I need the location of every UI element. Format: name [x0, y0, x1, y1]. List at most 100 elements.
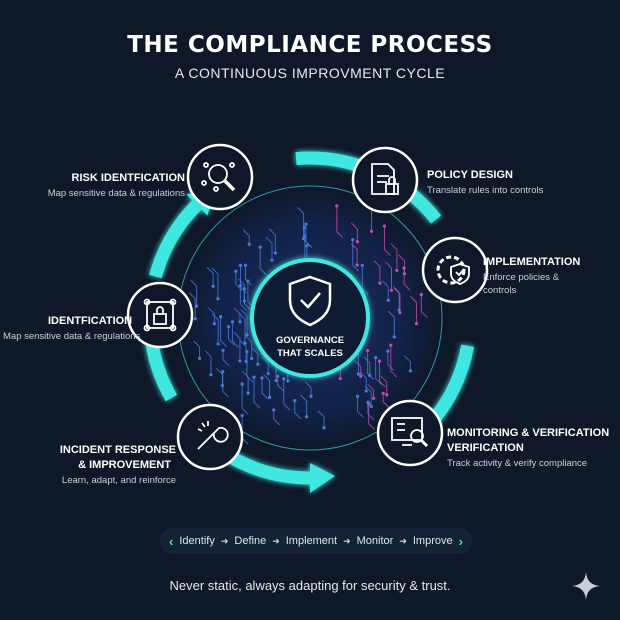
circuit-trace — [211, 267, 219, 299]
circuit-trace — [259, 247, 267, 276]
step-title: MONITORING & VERIFICATION — [447, 427, 610, 439]
circuit-node — [374, 355, 378, 360]
circuit-trace — [410, 296, 417, 324]
step-title: & IMPROVEMENT — [78, 459, 171, 471]
circuit-node — [402, 266, 406, 270]
circuit-node — [355, 240, 359, 244]
flow-step: Improve — [412, 535, 453, 547]
circuit-trace — [381, 280, 389, 301]
circuit-trace — [361, 265, 369, 295]
circuit-node — [356, 372, 360, 376]
circuit-node — [216, 342, 220, 346]
circuit-node — [193, 317, 197, 321]
circuit-node — [238, 263, 243, 268]
step-monitoring: MONITORING & VERIFICATION VERIFICATION T… — [447, 427, 617, 470]
circuit-node — [244, 359, 248, 364]
circuit-node — [338, 376, 342, 381]
circuit-node — [240, 413, 244, 418]
circuit-node — [273, 251, 277, 255]
circuit-trace — [241, 384, 249, 415]
cycle-arrow — [226, 450, 311, 485]
circuit-node — [355, 394, 360, 398]
circuit-trace — [393, 287, 401, 313]
circuit-trace — [373, 260, 381, 284]
gear-shield-icon — [421, 236, 489, 304]
step-identification: IDENTFICATION Map sensitive data & regul… — [3, 315, 143, 343]
footer-tagline: Never static, always adapting for securi… — [169, 578, 451, 593]
circuit-node — [282, 377, 286, 381]
center-label: GOVERNANCE THAT SCALES — [250, 334, 370, 360]
step-risk-identification: RISK IDENTFICATION Map sensitive data & … — [40, 172, 185, 200]
center-line2: THAT SCALES — [277, 348, 343, 359]
center-line1: GOVERNANCE — [275, 335, 345, 346]
circuit-node — [240, 382, 244, 386]
circuit-node — [386, 349, 390, 353]
circuit-trace — [261, 377, 269, 400]
circuit-trace — [206, 266, 214, 287]
circuit-node — [386, 298, 390, 302]
circuit-node — [335, 204, 339, 208]
circuit-trace — [265, 236, 273, 261]
circuit-trace — [231, 321, 239, 348]
flow-step: Implement — [285, 535, 338, 547]
arrow-right-icon: ➜ — [399, 535, 407, 546]
circuit-trace — [420, 294, 428, 318]
step-node — [376, 399, 444, 467]
circuit-trace — [387, 310, 395, 337]
circuit-node — [366, 400, 370, 404]
circuit-node — [389, 288, 394, 292]
step-title: VERIFICATION — [447, 442, 524, 454]
circuit-node — [368, 373, 372, 378]
circuit-node — [238, 320, 242, 324]
circuit-trace — [245, 265, 252, 286]
circuit-node — [381, 391, 385, 395]
circuit-node — [408, 369, 412, 373]
lock-frame-icon — [126, 281, 194, 349]
monitor-checklist-icon — [376, 399, 444, 467]
circuit-trace — [190, 279, 198, 307]
chevron-right-icon[interactable]: › — [458, 533, 463, 549]
circuit-node — [385, 393, 389, 397]
circuit-node — [246, 391, 250, 395]
circuit-trace — [367, 383, 375, 399]
step-title: INCIDENT RESPONSE — [59, 444, 176, 456]
circuit-node — [270, 258, 274, 262]
circuit-node — [309, 394, 313, 398]
chevron-left-icon[interactable]: ‹ — [169, 533, 174, 549]
step-node — [186, 143, 254, 211]
circuit-trace — [352, 239, 360, 272]
circuit-node — [216, 297, 220, 301]
circuit-node — [395, 268, 399, 273]
flow-step: Monitor — [356, 535, 394, 547]
circuit-trace — [368, 403, 376, 430]
circuit-trace — [251, 347, 259, 365]
circuit-node — [243, 263, 248, 267]
page-title: THE COMPLIANCE PROCESS — [127, 32, 493, 58]
circuit-pattern — [188, 200, 428, 445]
circuit-trace — [390, 345, 398, 378]
shield-check-icon — [288, 275, 332, 327]
step-desc: Enforce policies &controls — [483, 271, 613, 297]
circuit-node — [402, 272, 407, 276]
circuit-trace — [297, 207, 305, 239]
circuit-trace — [239, 285, 247, 311]
step-title: POLICY DESIGN — [427, 169, 513, 181]
circuit-node — [211, 284, 215, 288]
circuit-trace — [367, 402, 375, 421]
circuit-node — [221, 370, 225, 374]
circuit-trace — [382, 393, 390, 409]
arrow-head — [310, 463, 336, 493]
circuit-trace — [207, 307, 215, 324]
circuit-node — [245, 333, 249, 337]
circuit-node — [377, 359, 382, 363]
arrow-right-icon: ➜ — [343, 535, 351, 546]
circuit-node — [195, 304, 199, 308]
step-desc: Translate rules into controls — [427, 185, 544, 196]
circuit-trace — [277, 376, 285, 392]
circuit-node — [247, 242, 251, 246]
circuit-node — [355, 263, 359, 267]
sparkle-icon — [572, 572, 600, 600]
circuit-trace — [375, 357, 382, 385]
step-title: IDENTFICATION — [48, 315, 133, 327]
circuit-trace — [367, 350, 374, 380]
